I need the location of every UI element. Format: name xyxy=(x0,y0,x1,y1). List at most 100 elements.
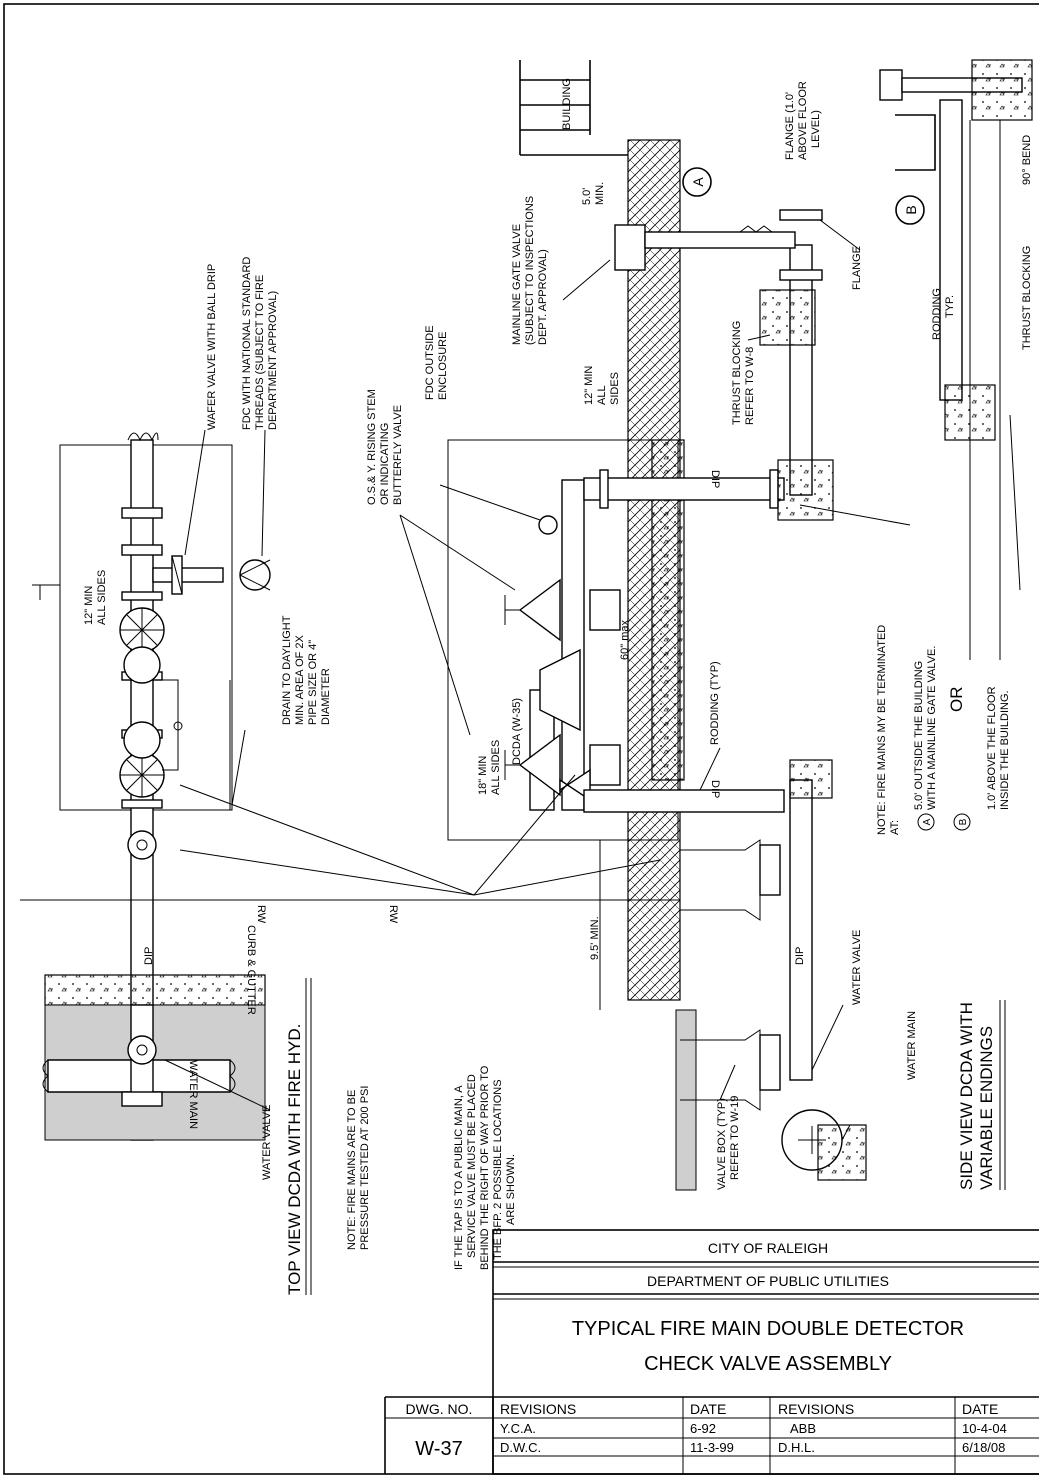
tap-note-1: IF THE TAP IS TO A PUBLIC MAIN, A xyxy=(453,1085,465,1270)
title-block: CITY OF RALEIGH DEPARTMENT OF PUBLIC UTI… xyxy=(384,1229,1039,1475)
five-min-label-1: 5.0' xyxy=(581,188,593,205)
termination-note-2: AT: xyxy=(889,820,901,835)
pressure-note-2: PRESSURE TESTED AT 200 PSI xyxy=(359,1086,371,1250)
twelve-min-label-2: ALL SIDES xyxy=(96,570,108,625)
five-min-label-2: MIN. xyxy=(594,182,606,205)
top-butterfly-valve-1 xyxy=(119,607,165,653)
eighteen-min-label-2: ALL SIDES xyxy=(490,740,502,795)
marker-a: A xyxy=(682,167,712,197)
note-marker-b-text: B xyxy=(958,818,969,825)
rodding-typ-label: RODDING (TYP) xyxy=(709,661,721,745)
tap-note-2: SERVICE VALVE MUST BE PLACED xyxy=(466,1074,478,1258)
rw-label-side: RW xyxy=(387,905,399,924)
drawing-title-line2: CHECK VALVE ASSEMBLY xyxy=(644,1353,892,1375)
fdc-outside-label-2: ENCLOSURE xyxy=(437,332,449,400)
rev-2-by: D.W.C. xyxy=(500,1440,541,1455)
side-gate-valve-upper xyxy=(504,578,561,642)
marker-b: B xyxy=(895,195,925,225)
revisions-header-1: REVISIONS xyxy=(500,1401,576,1417)
option-a-1: 5.0' OUTSIDE THE BUILDING xyxy=(913,661,925,810)
dwg-no-label: DWG. NO. xyxy=(406,1401,473,1417)
fdc-label-3: DEPARTMENT APPROVAL) xyxy=(267,291,279,430)
eighteen-min-label-1: 18" MIN xyxy=(477,756,489,795)
twelve-min-side-label-3: SIDES xyxy=(609,372,621,405)
nine-five-min-label: 9.5' MIN. xyxy=(589,916,601,960)
note-marker-a: A xyxy=(917,813,935,831)
rodding-label-2: TYP. xyxy=(944,295,956,318)
sixty-max-label: 60" max xyxy=(619,620,631,660)
twelve-min-side-label-2: ALL xyxy=(596,385,608,405)
water-main-label-top: WATER MAIN xyxy=(187,1060,199,1129)
dip-label-side-3: DIP xyxy=(794,947,806,965)
revisions-header-2: REVISIONS xyxy=(778,1401,854,1417)
flange-label: FLANGE xyxy=(851,246,863,290)
thrust-blocking-label: THRUST BLOCKING xyxy=(1021,246,1033,350)
tap-note-4: THE BFP. 2 POSSIBLE LOCATIONS xyxy=(492,1079,504,1260)
rw-label-top: RW xyxy=(255,905,267,924)
top-water-valve-upper xyxy=(127,830,157,860)
bend-label: 90° BEND xyxy=(1021,135,1033,185)
water-main-label-side: WATER MAIN xyxy=(906,1011,918,1080)
mainline-gate-label-1: MAINLINE GATE VALVE xyxy=(511,224,523,345)
option-b-1: 1.0' ABOVE THE FLOOR xyxy=(986,686,998,810)
termination-note-1: NOTE: FIRE MAINS MY BE TERMINATED xyxy=(876,625,888,835)
flange-floor-label-3: LEVEL) xyxy=(810,110,822,148)
twelve-min-side-label-1: 12" MIN xyxy=(583,366,595,405)
rising-stem-label-2: OR INDICATING xyxy=(379,423,391,505)
tap-note-5: ARE SHOWN. xyxy=(505,1154,517,1225)
drain-label-3: PIPE SIZE OR 4" xyxy=(307,640,319,725)
fdc-label-1: FDC WITH NATIONAL STANDARD xyxy=(241,257,253,430)
view-title-side-2: VARIABLE ENDINGS xyxy=(977,1026,996,1190)
side-enclosure xyxy=(447,439,679,841)
flange-floor-label-2: ABOVE FLOOR xyxy=(797,81,809,160)
rev-1-date: 6-92 xyxy=(690,1421,716,1436)
drawing-title-line1: TYPICAL FIRE MAIN DOUBLE DETECTOR xyxy=(572,1318,964,1340)
dwg-no: W-37 xyxy=(415,1438,462,1460)
rising-stem-label-3: BUTTERFLY VALVE xyxy=(392,405,404,505)
water-valve-label-side: WATER VALVE xyxy=(851,930,863,1005)
option-a-2: WITH A MAINLINE GATE VALVE. xyxy=(926,646,938,810)
dcda-label: DCDA (W-35) xyxy=(511,698,523,765)
or-label: OR xyxy=(947,687,966,713)
rev-2-by2: D.H.L. xyxy=(778,1440,815,1455)
mainline-gate-label-2: (SUBJECT TO INSPECTIONS xyxy=(524,196,536,345)
thrust-w8-label-2: REFER TO W-8 xyxy=(744,347,756,425)
valve-box-label-2: REFER TO W-19 xyxy=(729,1096,741,1180)
fdc-label-2: THREADS (SUBJECT TO FIRE xyxy=(254,275,266,430)
fdc-outside-label-1: FDC OUTSIDE xyxy=(424,325,436,400)
view-title-side-1: SIDE VIEW DCDA WITH xyxy=(957,1002,976,1190)
curb-gutter-label: CURB & GUTTER xyxy=(245,925,257,1015)
flange-floor-label-1: FLANGE (1.0' xyxy=(784,92,796,160)
top-water-valve-lower xyxy=(127,1035,157,1065)
rodding-label-1: RODDING xyxy=(931,288,943,340)
rev-1-by: Y.C.A. xyxy=(500,1421,536,1436)
tap-note-3: BEHIND THE RIGHT OF WAY PRIOR TO xyxy=(479,1065,491,1270)
thrust-w8-label-1: THRUST BLOCKING xyxy=(731,321,743,425)
option-b-2: INSIDE THE BUILDING. xyxy=(999,690,1011,810)
rev-1-date2: 10-4-04 xyxy=(962,1421,1007,1436)
top-butterfly-valve-2 xyxy=(119,752,165,798)
date-header-1: DATE xyxy=(690,1401,726,1417)
view-title-top: TOP VIEW DCDA WITH FIRE HYD. xyxy=(285,1024,304,1295)
rev-2-date: 11-3-99 xyxy=(690,1440,734,1455)
marker-b-text: B xyxy=(903,205,919,214)
note-marker-b: B xyxy=(953,813,971,831)
rev-1-by2: ABB xyxy=(790,1421,816,1436)
water-valve-label-top: WATER VALVE xyxy=(261,1105,273,1180)
wafer-valve-label: WAFER VALVE WITH BALL DRIP xyxy=(206,264,218,430)
building-label: BUILDING xyxy=(561,78,573,130)
labels: WAFER VALVE WITH BALL DRIP FDC WITH NATI… xyxy=(83,78,1033,1295)
side-gate-valve-lower xyxy=(504,733,561,797)
leader-lines xyxy=(164,219,1021,1141)
top-view xyxy=(20,432,340,1141)
department-name: DEPARTMENT OF PUBLIC UTILITIES xyxy=(647,1273,889,1289)
dip-label-side-1: DIP xyxy=(709,470,721,488)
agency-name: CITY OF RALEIGH xyxy=(708,1240,828,1256)
rev-2-date2: 6/18/08 xyxy=(962,1440,1005,1455)
curb-gutter xyxy=(44,974,266,1006)
marker-a-text: A xyxy=(690,177,706,187)
pressure-note-1: NOTE: FIRE MAINS ARE TO BE xyxy=(346,1090,358,1250)
dip-label-side-2: DIP xyxy=(709,780,721,798)
side-view: A B A B xyxy=(164,59,1033,1191)
